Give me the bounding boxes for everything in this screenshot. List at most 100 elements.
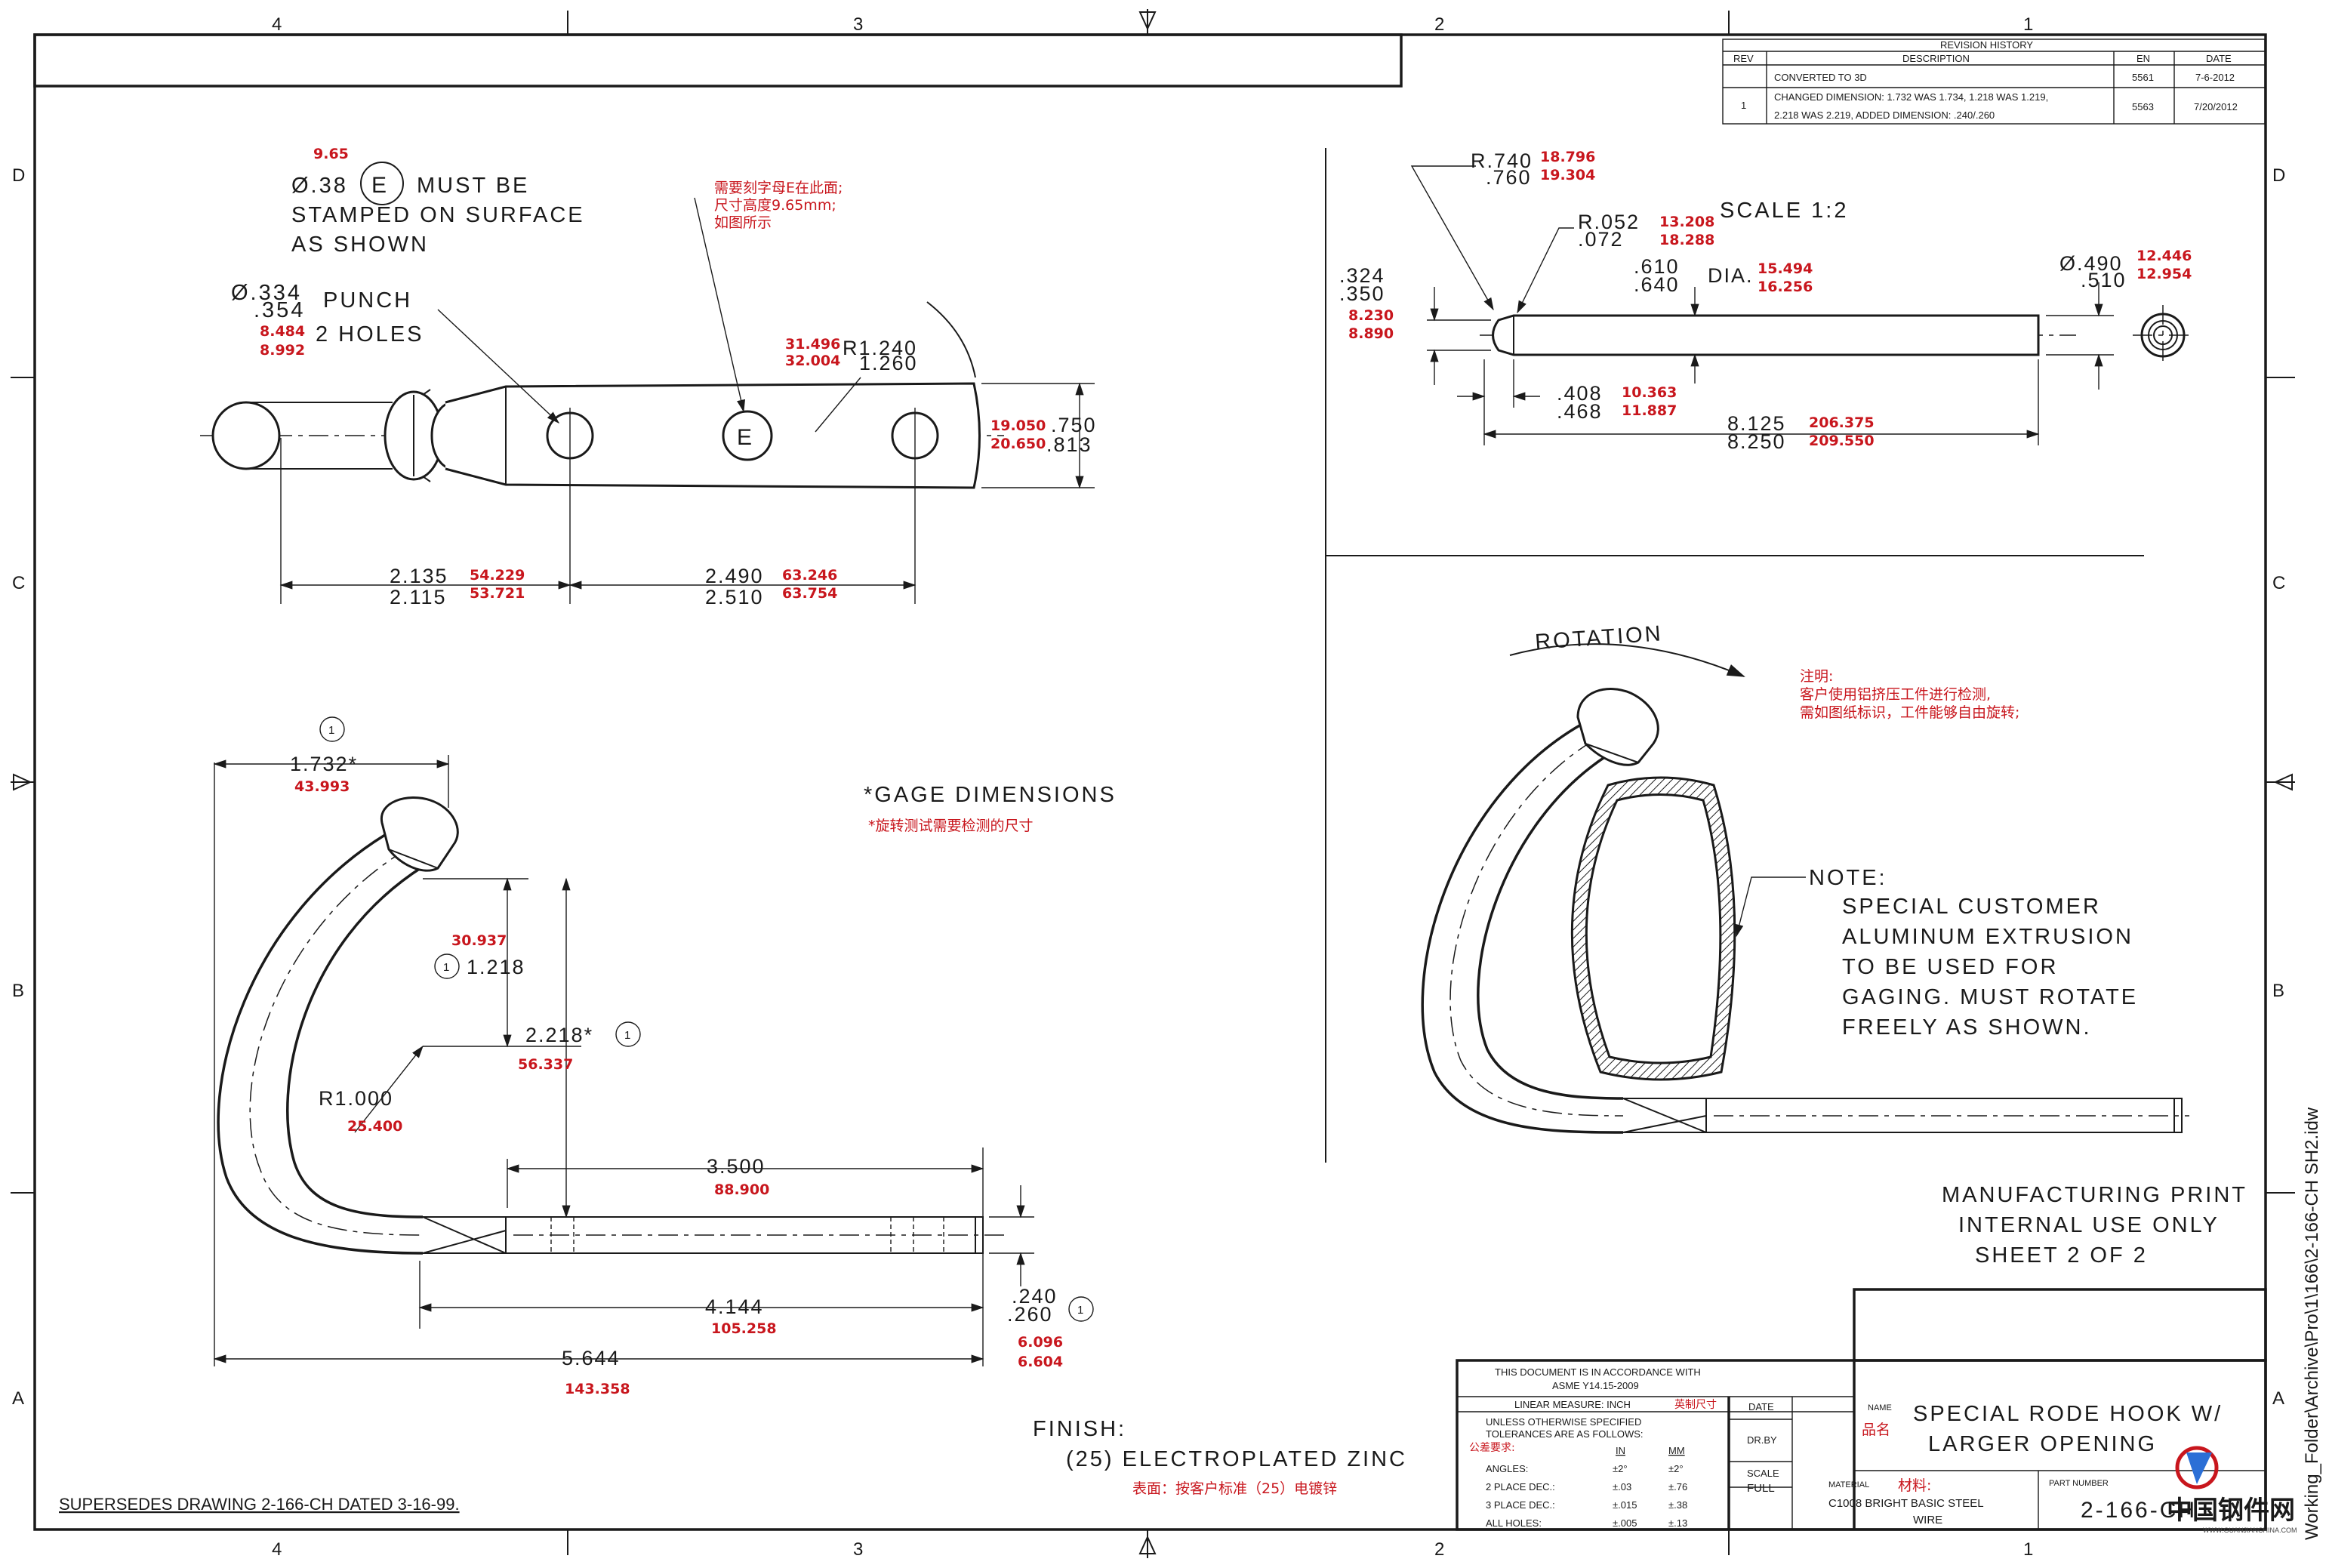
zone-right-3: B: [2272, 981, 2284, 1001]
pin-tip-h-red-2: 8.890: [1348, 325, 1394, 342]
bubble-1-wire: [1068, 1296, 1094, 1322]
zone-top-4: 1: [2023, 14, 2033, 35]
width-2: .813: [1046, 433, 1092, 456]
width-red-1: 19.050: [990, 417, 1046, 434]
stamp-note-1: MUST BE: [417, 174, 529, 198]
hook-radius: R1.000: [319, 1087, 393, 1110]
zone-bottom-2: 3: [853, 1539, 863, 1560]
note-line-5: FREELY AS SHOWN.: [1842, 1015, 2092, 1040]
hook-d1: 1.732*: [290, 753, 358, 775]
drawing-border: [11, 9, 2295, 1558]
pin-end-dia-1: Ø.490: [2059, 252, 2123, 275]
tol-row-3-in: ±.015: [1613, 1499, 1637, 1511]
hook-wire-1: .240: [1012, 1285, 1058, 1308]
note-line-3: TO BE USED FOR: [1842, 955, 2058, 979]
part-name-2: LARGER OPENING: [1928, 1432, 2157, 1456]
hook-radius-red: 25.400: [347, 1118, 402, 1135]
pin-tip-h-1: .324: [1339, 264, 1385, 287]
mfg-line-2: INTERNAL USE ONLY: [1958, 1213, 2220, 1237]
zone-right-4: A: [2272, 1388, 2284, 1409]
revision-row-1-en: 5561: [2132, 72, 2154, 83]
revision-row-2-desc1: CHANGED DIMENSION: 1.732 WAS 1.734, 1.21…: [1774, 91, 2048, 103]
tol-row-4-in: ±.005: [1613, 1517, 1637, 1529]
dim-b-2: 2.510: [705, 586, 764, 608]
tol-row-3-label: 3 PLACE DEC.:: [1486, 1499, 1555, 1511]
zone-left-3: B: [12, 981, 24, 1001]
asme-line-2: ASME Y14.15-2009: [1552, 1380, 1639, 1391]
pin-tip-len-1: .408: [1557, 382, 1603, 405]
material-1: C1008 BRIGHT BASIC STEEL: [1828, 1497, 1984, 1510]
zone-bottom-3: 2: [1434, 1539, 1444, 1560]
note-line-2: ALUMINUM EXTRUSION: [1842, 925, 2133, 949]
pin-scale: SCALE 1:2: [1720, 199, 1848, 223]
hook-d6: 5.644: [562, 1347, 621, 1369]
pin-view-geometry: [1410, 165, 2193, 445]
material-2: WIRE: [1913, 1514, 1942, 1526]
rotation-cn-2: 客户使用铝挤压工件进行检测,: [1800, 686, 1991, 703]
dim-a-1: 2.135: [390, 565, 448, 587]
part-name-1: SPECIAL RODE HOOK W/: [1913, 1402, 2223, 1426]
stamp-note-cn-1: 需要刻字母E在此面;: [714, 180, 843, 196]
pin-tip-len-red-2: 11.887: [1622, 402, 1677, 419]
watermark-text: 中国钢件网: [2167, 1496, 2295, 1526]
bubble-1-top: [319, 716, 345, 742]
tol-row-4-mm: ±.13: [1668, 1517, 1687, 1529]
tol-row-3-mm: ±.38: [1668, 1499, 1687, 1511]
revision-header-rev: REV: [1733, 53, 1754, 64]
zone-top-2: 3: [853, 14, 863, 35]
name-cn: 品名: [1862, 1422, 1890, 1438]
stamp-note-cn-3: 如图所示: [714, 214, 772, 231]
revision-table: [1722, 39, 2266, 125]
pin-r-small-red-1: 13.208: [1659, 214, 1714, 230]
top-view-geometry: E: [200, 197, 1095, 604]
rotation-view-geometry: [1421, 643, 2189, 1134]
pin-r-tip-red-1: 18.796: [1540, 149, 1595, 165]
radius-1: R1.240: [843, 337, 917, 359]
pin-dia-red-1: 15.494: [1758, 260, 1813, 277]
drby-label: DR.BY: [1747, 1434, 1777, 1446]
tol-cn: 公差要求:: [1469, 1442, 1515, 1454]
tol-head-1: UNLESS OTHERWISE SPECIFIED: [1486, 1416, 1641, 1428]
watermark-logo-icon: [2175, 1446, 2219, 1489]
note-line-1: SPECIAL CUSTOMER: [1842, 895, 2101, 919]
punch-red-1: 8.484: [260, 323, 305, 340]
hook-d2: 1.218: [467, 956, 525, 978]
zone-left-1: D: [12, 165, 25, 186]
width-red-2: 20.650: [990, 436, 1046, 452]
width-1: .750: [1051, 414, 1097, 436]
name-label: NAME: [1868, 1403, 1892, 1412]
stamp-dia: Ø.38: [291, 174, 348, 198]
asme-line-1: THIS DOCUMENT IS IN ACCORDANCE WITH: [1495, 1366, 1701, 1378]
hook-d3-red: 56.337: [518, 1056, 573, 1073]
bubble-1-d3: [615, 1021, 641, 1047]
hook-wire-2: .260: [1007, 1303, 1053, 1326]
radius-2: 1.260: [859, 352, 918, 374]
hook-d1-red: 43.993: [294, 778, 350, 795]
hook-d6-red: 143.358: [565, 1381, 630, 1397]
tol-row-2-mm: ±.76: [1668, 1481, 1687, 1493]
scale-label: SCALE: [1747, 1468, 1779, 1479]
revision-row-2-date: 7/20/2012: [2194, 101, 2238, 112]
stamp-letter-circle: [360, 162, 404, 205]
dim-b-red-2: 63.754: [782, 585, 837, 602]
pin-length-red-1: 206.375: [1809, 414, 1875, 431]
note-line-4: GAGING. MUST ROTATE: [1842, 985, 2138, 1009]
tol-head-2: TOLERANCES ARE AS FOLLOWS:: [1486, 1428, 1644, 1440]
revision-row-2-en: 5563: [2132, 101, 2154, 112]
gage-dimensions: *GAGE DIMENSIONS: [864, 783, 1117, 807]
supersedes-note: SUPERSEDES DRAWING 2-166-CH DATED 3-16-9…: [59, 1495, 460, 1514]
pin-length-red-2: 209.550: [1809, 433, 1875, 449]
dim-b-red-1: 63.246: [782, 567, 837, 584]
punch-dia-1: Ø.334: [231, 281, 302, 305]
tol-col-mm: MM: [1668, 1445, 1685, 1456]
file-path: Working_Folder\Archive\Pro\1\166\2-166-C…: [2302, 1107, 2322, 1540]
pin-end-dia-2: .510: [2081, 269, 2127, 291]
finish-cn: 表面：按客户标准（25）电镀锌: [1132, 1480, 1337, 1497]
zone-bottom-4: 1: [2023, 1539, 2033, 1560]
gage-dimensions-cn: *旋转测试需要检测的尺寸: [868, 818, 1034, 834]
hook-d4: 3.500: [707, 1155, 766, 1178]
stamp-note-3: AS SHOWN: [291, 233, 429, 257]
pin-r-tip-2: .760: [1486, 166, 1532, 189]
pin-tip-h-2: .350: [1339, 282, 1385, 305]
pin-tip-h-red-1: 8.230: [1348, 307, 1394, 324]
